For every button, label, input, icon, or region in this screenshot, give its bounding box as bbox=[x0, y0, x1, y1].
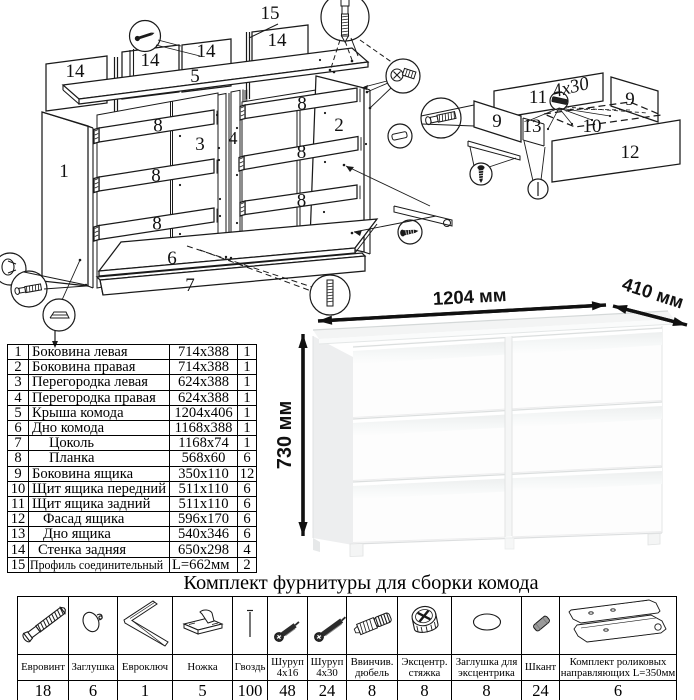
svg-text:10: 10 bbox=[583, 116, 602, 137]
svg-text:8: 8 bbox=[151, 166, 161, 187]
svg-text:2: 2 bbox=[334, 115, 344, 136]
svg-text:9: 9 bbox=[492, 111, 502, 132]
svg-text:14: 14 bbox=[141, 50, 161, 71]
svg-text:7: 7 bbox=[185, 275, 195, 296]
svg-text:8: 8 bbox=[153, 116, 163, 137]
svg-text:5: 5 bbox=[190, 66, 200, 87]
svg-text:14: 14 bbox=[66, 61, 86, 82]
svg-text:8: 8 bbox=[297, 191, 307, 212]
svg-text:9: 9 bbox=[625, 89, 635, 110]
svg-text:3: 3 bbox=[195, 134, 205, 155]
svg-text:12: 12 bbox=[621, 142, 640, 163]
svg-text:15: 15 bbox=[261, 3, 280, 24]
svg-text:8: 8 bbox=[297, 94, 307, 115]
svg-text:14: 14 bbox=[268, 30, 288, 51]
svg-text:14: 14 bbox=[197, 41, 217, 62]
svg-text:1: 1 bbox=[59, 161, 69, 182]
svg-text:730 мм: 730 мм bbox=[274, 401, 296, 470]
svg-text:6: 6 bbox=[167, 248, 177, 269]
svg-text:8: 8 bbox=[152, 214, 162, 235]
svg-text:11: 11 bbox=[529, 87, 547, 108]
svg-text:8: 8 bbox=[297, 142, 307, 163]
svg-text:4: 4 bbox=[229, 128, 238, 148]
svg-text:1204 мм: 1204 мм bbox=[432, 284, 507, 309]
svg-text:410 мм: 410 мм bbox=[620, 273, 687, 313]
